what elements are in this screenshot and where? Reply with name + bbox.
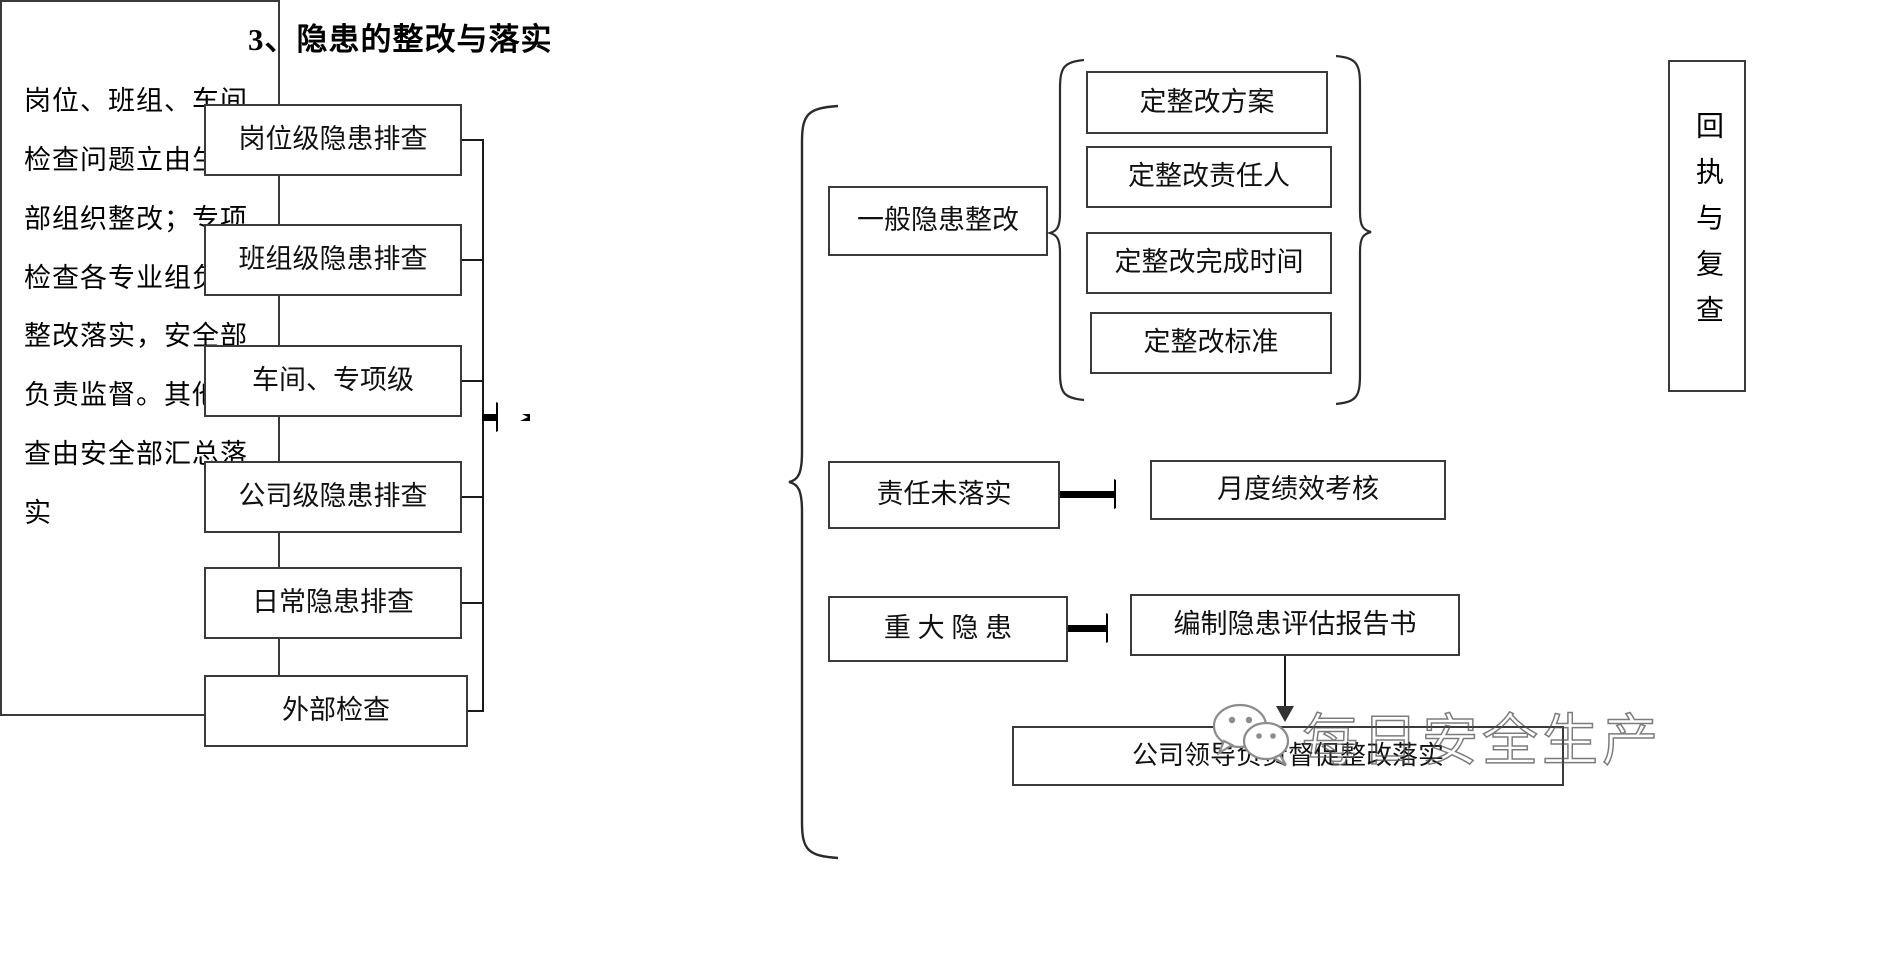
main-branch-brace (788, 104, 839, 860)
connector-left-6 (468, 710, 484, 712)
connector-left-5 (462, 602, 484, 604)
measures-brace-left (1046, 58, 1085, 402)
left-item-workshop-special[interactable]: 车间、专项级 (204, 345, 462, 417)
measure-plan[interactable]: 定整改方案 (1086, 71, 1328, 134)
measure-owner[interactable]: 定整改责任人 (1086, 146, 1332, 208)
page-title: 3、隐患的整改与落实 (248, 22, 553, 57)
branch-responsibility-unfulfilled[interactable]: 责任未落实 (828, 461, 1060, 529)
connector-left-4 (462, 496, 484, 498)
measures-brace-right (1335, 54, 1372, 406)
connector-report-to-leader (1284, 656, 1286, 710)
outcome-receipt-review-label: 回执与复查 (1692, 111, 1723, 341)
measure-deadline[interactable]: 定整改完成时间 (1086, 232, 1332, 294)
branch-major-hazard[interactable]: 重 大 隐 患 (828, 596, 1068, 662)
left-item-position-level[interactable]: 岗位级隐患排查 (204, 104, 462, 176)
connector-left-1 (462, 139, 484, 141)
outcome-receipt-review[interactable]: 回执与复查 (1668, 60, 1746, 392)
arrow-head-to-center-inner (498, 402, 528, 432)
outcome-hazard-assessment-report[interactable]: 编制隐患评估报告书 (1130, 594, 1460, 656)
connector-left-2 (462, 259, 484, 261)
outcome-leader-supervision[interactable]: 公司领导负责督促整改落实 (1012, 726, 1564, 786)
left-item-team-level[interactable]: 班组级隐患排查 (204, 224, 462, 296)
left-item-external[interactable]: 外部检查 (204, 675, 468, 747)
arrow-head-leader (1276, 706, 1294, 722)
connector-left-3 (462, 380, 484, 382)
arrow-head-performance-inner (1116, 479, 1146, 509)
arrow-shaft-report (1068, 625, 1130, 632)
measure-standard[interactable]: 定整改标准 (1090, 312, 1332, 374)
connector-left-trunk (482, 139, 484, 711)
outcome-monthly-performance[interactable]: 月度绩效考核 (1150, 460, 1446, 520)
arrow-shaft-performance (1060, 491, 1138, 498)
left-item-daily[interactable]: 日常隐患排查 (204, 567, 462, 639)
left-item-company-level[interactable]: 公司级隐患排查 (204, 461, 462, 533)
branch-general-rectification[interactable]: 一般隐患整改 (828, 186, 1048, 256)
